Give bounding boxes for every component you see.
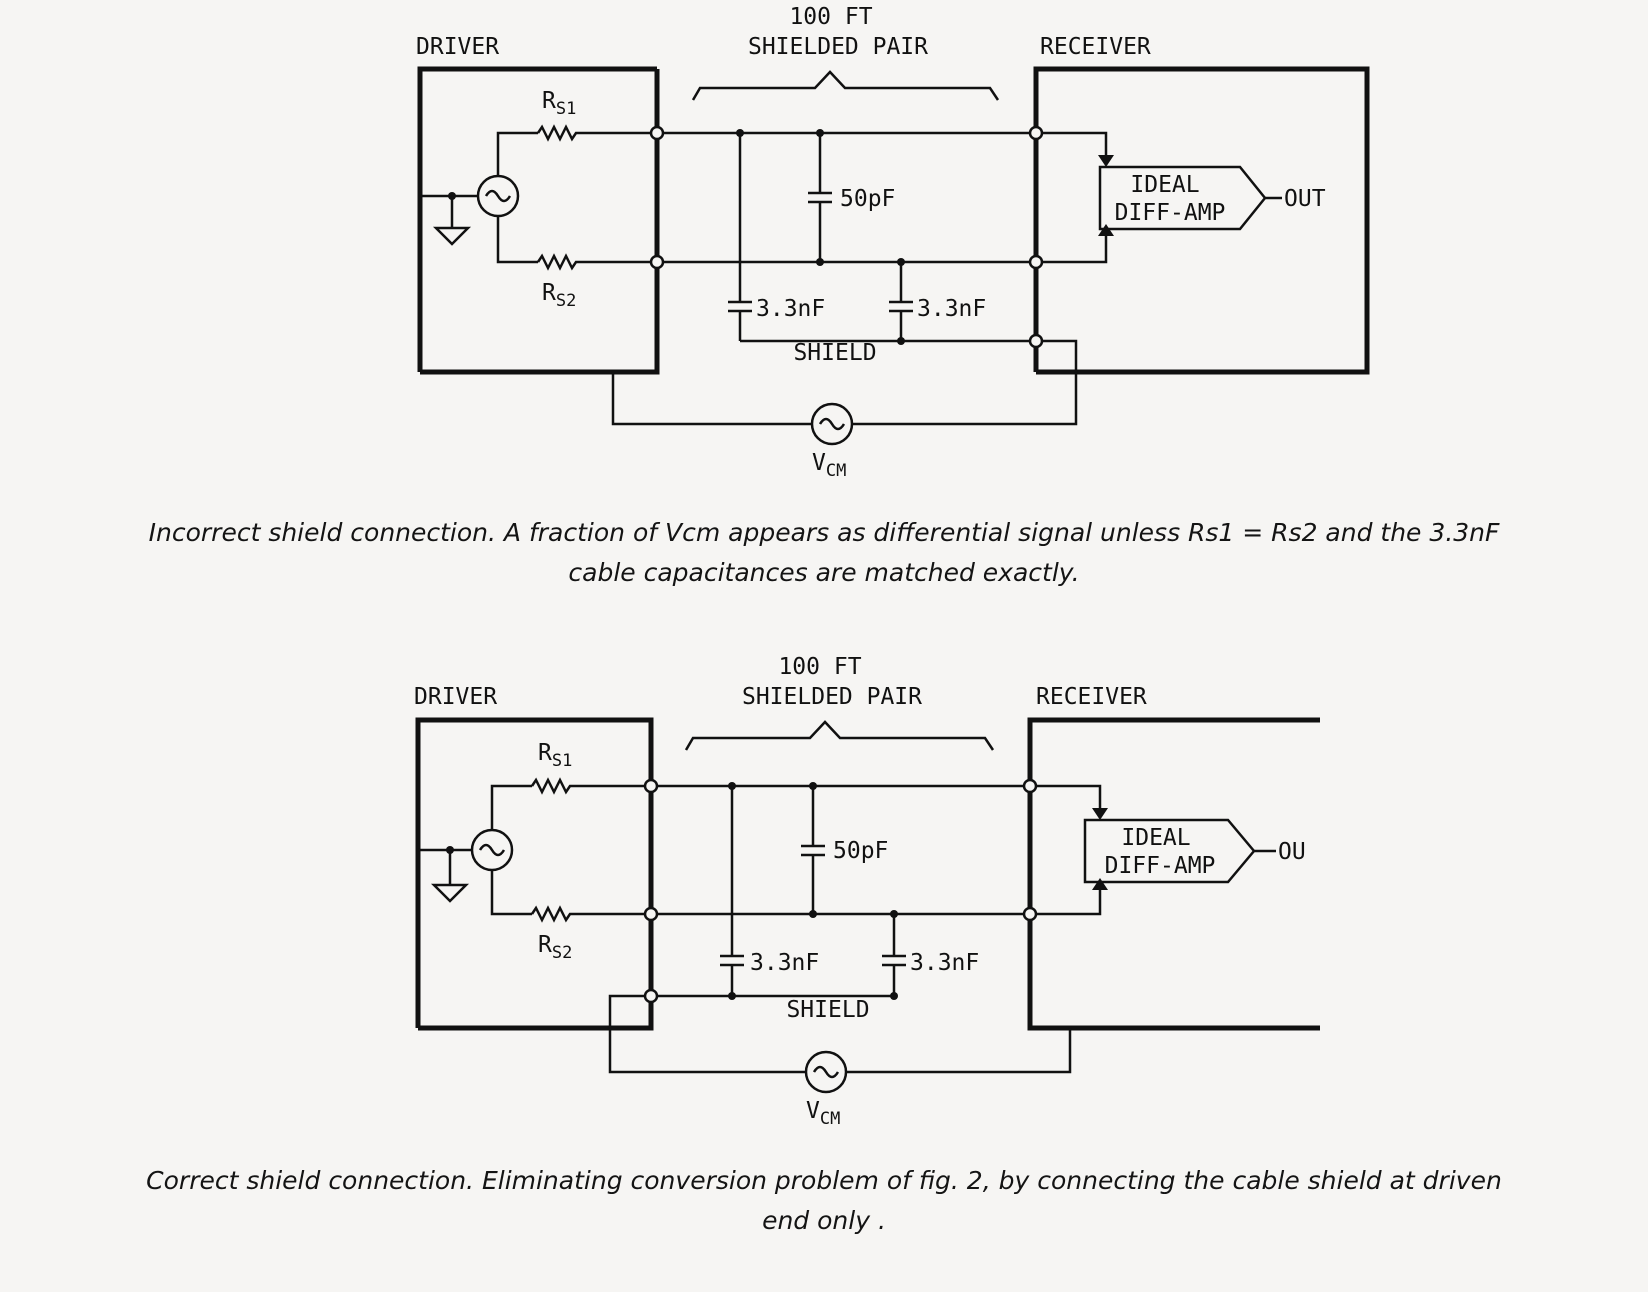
driver-label: DRIVER (416, 34, 499, 60)
cable-brace (684, 720, 995, 751)
vcm-source-icon (810, 402, 854, 446)
caption-line: end only . (762, 1206, 886, 1235)
receiver-box (1027, 717, 1320, 1031)
cable-type-label: SHIELDED PAIR (742, 684, 922, 710)
out-label: OU (1278, 839, 1306, 865)
rs2-resistor-icon (536, 253, 652, 271)
rs1-resistor-icon (536, 124, 652, 142)
receiver-terminal-top (1028, 125, 1044, 141)
source-leads (496, 131, 538, 264)
caption-line: cable capacitances are matched exactly. (568, 558, 1080, 587)
caption-incorrect: Incorrect shield connection. A fraction … (0, 513, 1648, 593)
pair-conductors (663, 131, 1030, 264)
cap-shield-b-label: 3.3nF (910, 950, 979, 976)
cap-50pf-label: 50pF (840, 186, 895, 212)
cap-shield-a-icon (728, 133, 752, 341)
caption-correct: Correct shield connection. Eliminating c… (0, 1161, 1648, 1241)
amp-label-line2: DIFF-AMP (1105, 853, 1216, 879)
vcm-label: VCM (806, 1098, 840, 1129)
shield-to-driver-ground (608, 994, 645, 1028)
shield-label: SHIELD (786, 997, 869, 1023)
receiver-label: RECEIVER (1036, 684, 1147, 710)
rs1-resistor-icon (530, 777, 646, 795)
amp-label-line1: IDEAL (1121, 825, 1190, 851)
cap-shield-a-label: 3.3nF (750, 950, 819, 976)
cable-length-label: 100 FT (789, 4, 872, 30)
receiver-label: RECEIVER (1040, 34, 1151, 60)
amp-label-line2: DIFF-AMP (1115, 200, 1226, 226)
driver-terminal-bottom (643, 906, 659, 922)
shield-to-receiver-ground (1042, 339, 1078, 420)
receiver-terminal-bottom (1022, 906, 1038, 922)
amp-inputs (1036, 784, 1102, 916)
driver-terminal-bottom (649, 254, 665, 270)
cap-shield-a-icon (720, 786, 744, 996)
pair-conductors (657, 784, 1024, 916)
amp-inputs (1042, 131, 1108, 264)
figure-correct-shield: 100 FT SHIELDED PAIR DRIVER RECEIVER RS1… (0, 650, 1648, 1160)
cap-shield-b-icon (889, 262, 913, 341)
driver-box (415, 717, 654, 1031)
rs2-resistor-icon (530, 905, 646, 923)
receiver-box (1033, 66, 1370, 375)
vcm-sine-glyph (818, 417, 846, 431)
schematic-correct: 100 FT SHIELDED PAIR DRIVER RECEIVER RS1… (414, 654, 1320, 1129)
rs2-label: RS2 (538, 932, 572, 963)
diff-amp-icon (1083, 818, 1256, 884)
ground-icon (432, 196, 472, 246)
cap-50pf-icon (808, 133, 832, 262)
vcm-loop (611, 372, 1078, 426)
rs1-label: RS1 (538, 740, 572, 771)
caption-line: Incorrect shield connection. A fraction … (148, 518, 1500, 547)
vcm-source-icon (804, 1050, 848, 1094)
cable-length-label: 100 FT (778, 654, 861, 680)
driver-label: DRIVER (414, 684, 497, 710)
cap-shield-b-icon (882, 914, 906, 996)
schematic-incorrect: 100 FT SHIELDED PAIR DRIVER RECEIVER RS1… (416, 4, 1370, 481)
receiver-terminal-bottom (1028, 254, 1044, 270)
receiver-shield-terminal (1028, 333, 1044, 349)
source-leads (490, 784, 532, 916)
caption-line: Correct shield connection. Eliminating c… (146, 1166, 1502, 1195)
rs2-label: RS2 (542, 280, 576, 311)
driver-terminal-top (649, 125, 665, 141)
ground-icon (430, 850, 470, 903)
cable-type-label: SHIELDED PAIR (748, 34, 928, 60)
cap-50pf-icon (801, 786, 825, 914)
cap-shield-b-label: 3.3nF (917, 296, 986, 322)
shield-label: SHIELD (793, 340, 876, 366)
driver-shield-terminal (643, 988, 659, 1004)
amp-label-line1: IDEAL (1130, 172, 1199, 198)
vcm-label: VCM (812, 450, 846, 481)
sine-glyph (484, 189, 512, 203)
vcm-loop (608, 1028, 1072, 1074)
driver-box (417, 66, 660, 375)
sine-glyph (478, 843, 506, 857)
cap-shield-a-label: 3.3nF (756, 296, 825, 322)
cable-brace (691, 70, 1000, 101)
receiver-terminal-top (1022, 778, 1038, 794)
vcm-sine-glyph (812, 1065, 840, 1079)
out-label: OUT (1284, 186, 1326, 212)
diff-amp-icon (1098, 165, 1267, 231)
rs1-label: RS1 (542, 88, 576, 119)
cap-50pf-label: 50pF (833, 838, 888, 864)
driver-terminal-top (643, 778, 659, 794)
figure-incorrect-shield: 100 FT SHIELDED PAIR DRIVER RECEIVER RS1… (0, 0, 1648, 510)
